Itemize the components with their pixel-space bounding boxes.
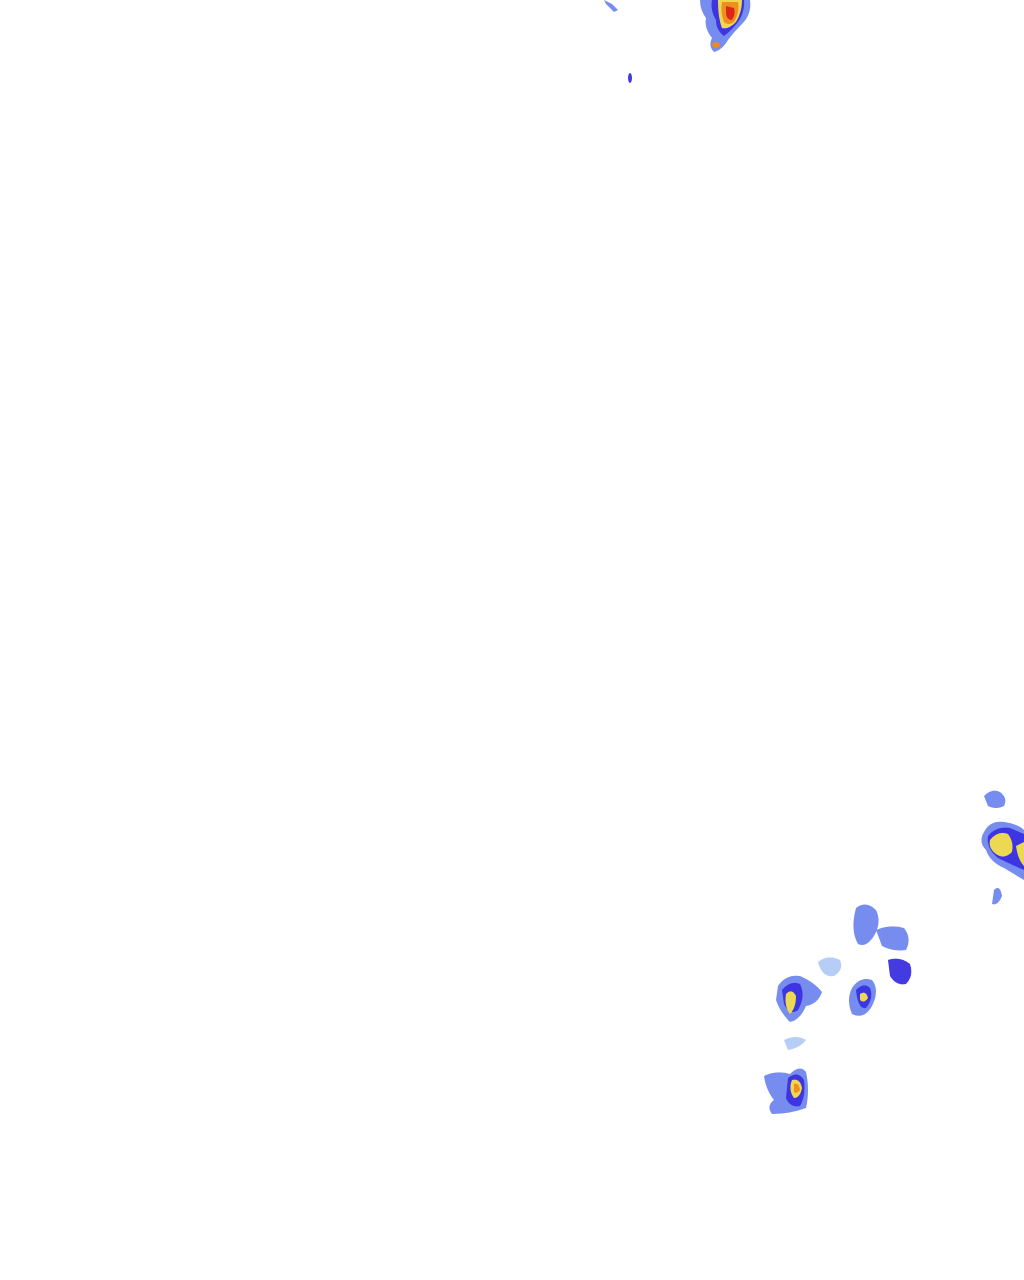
echo-north-extreme <box>726 6 735 20</box>
echo-north-satellite <box>712 42 720 48</box>
echo-cell-south <box>764 1068 808 1114</box>
echo-east-heavy-edge <box>1016 842 1024 866</box>
echo-se-c <box>888 958 912 985</box>
echo-cell-north <box>604 0 751 83</box>
echo-se-f-heavy <box>785 991 796 1014</box>
echo-east-tail <box>992 888 1002 905</box>
echo-east-heavy <box>989 832 1013 857</box>
echo-se-a <box>853 904 879 945</box>
echo-se-e-heavy <box>860 992 868 1002</box>
echo-east-top <box>984 790 1006 808</box>
echo-south-very-heavy <box>794 1083 800 1093</box>
echo-se-b <box>876 926 909 951</box>
echo-north-streak <box>604 0 618 12</box>
echo-cell-southeast <box>776 904 912 1050</box>
echo-cell-east <box>981 790 1024 905</box>
echo-se-g <box>784 1037 806 1050</box>
echo-se-d <box>818 957 842 977</box>
echo-north-speck <box>628 73 632 83</box>
